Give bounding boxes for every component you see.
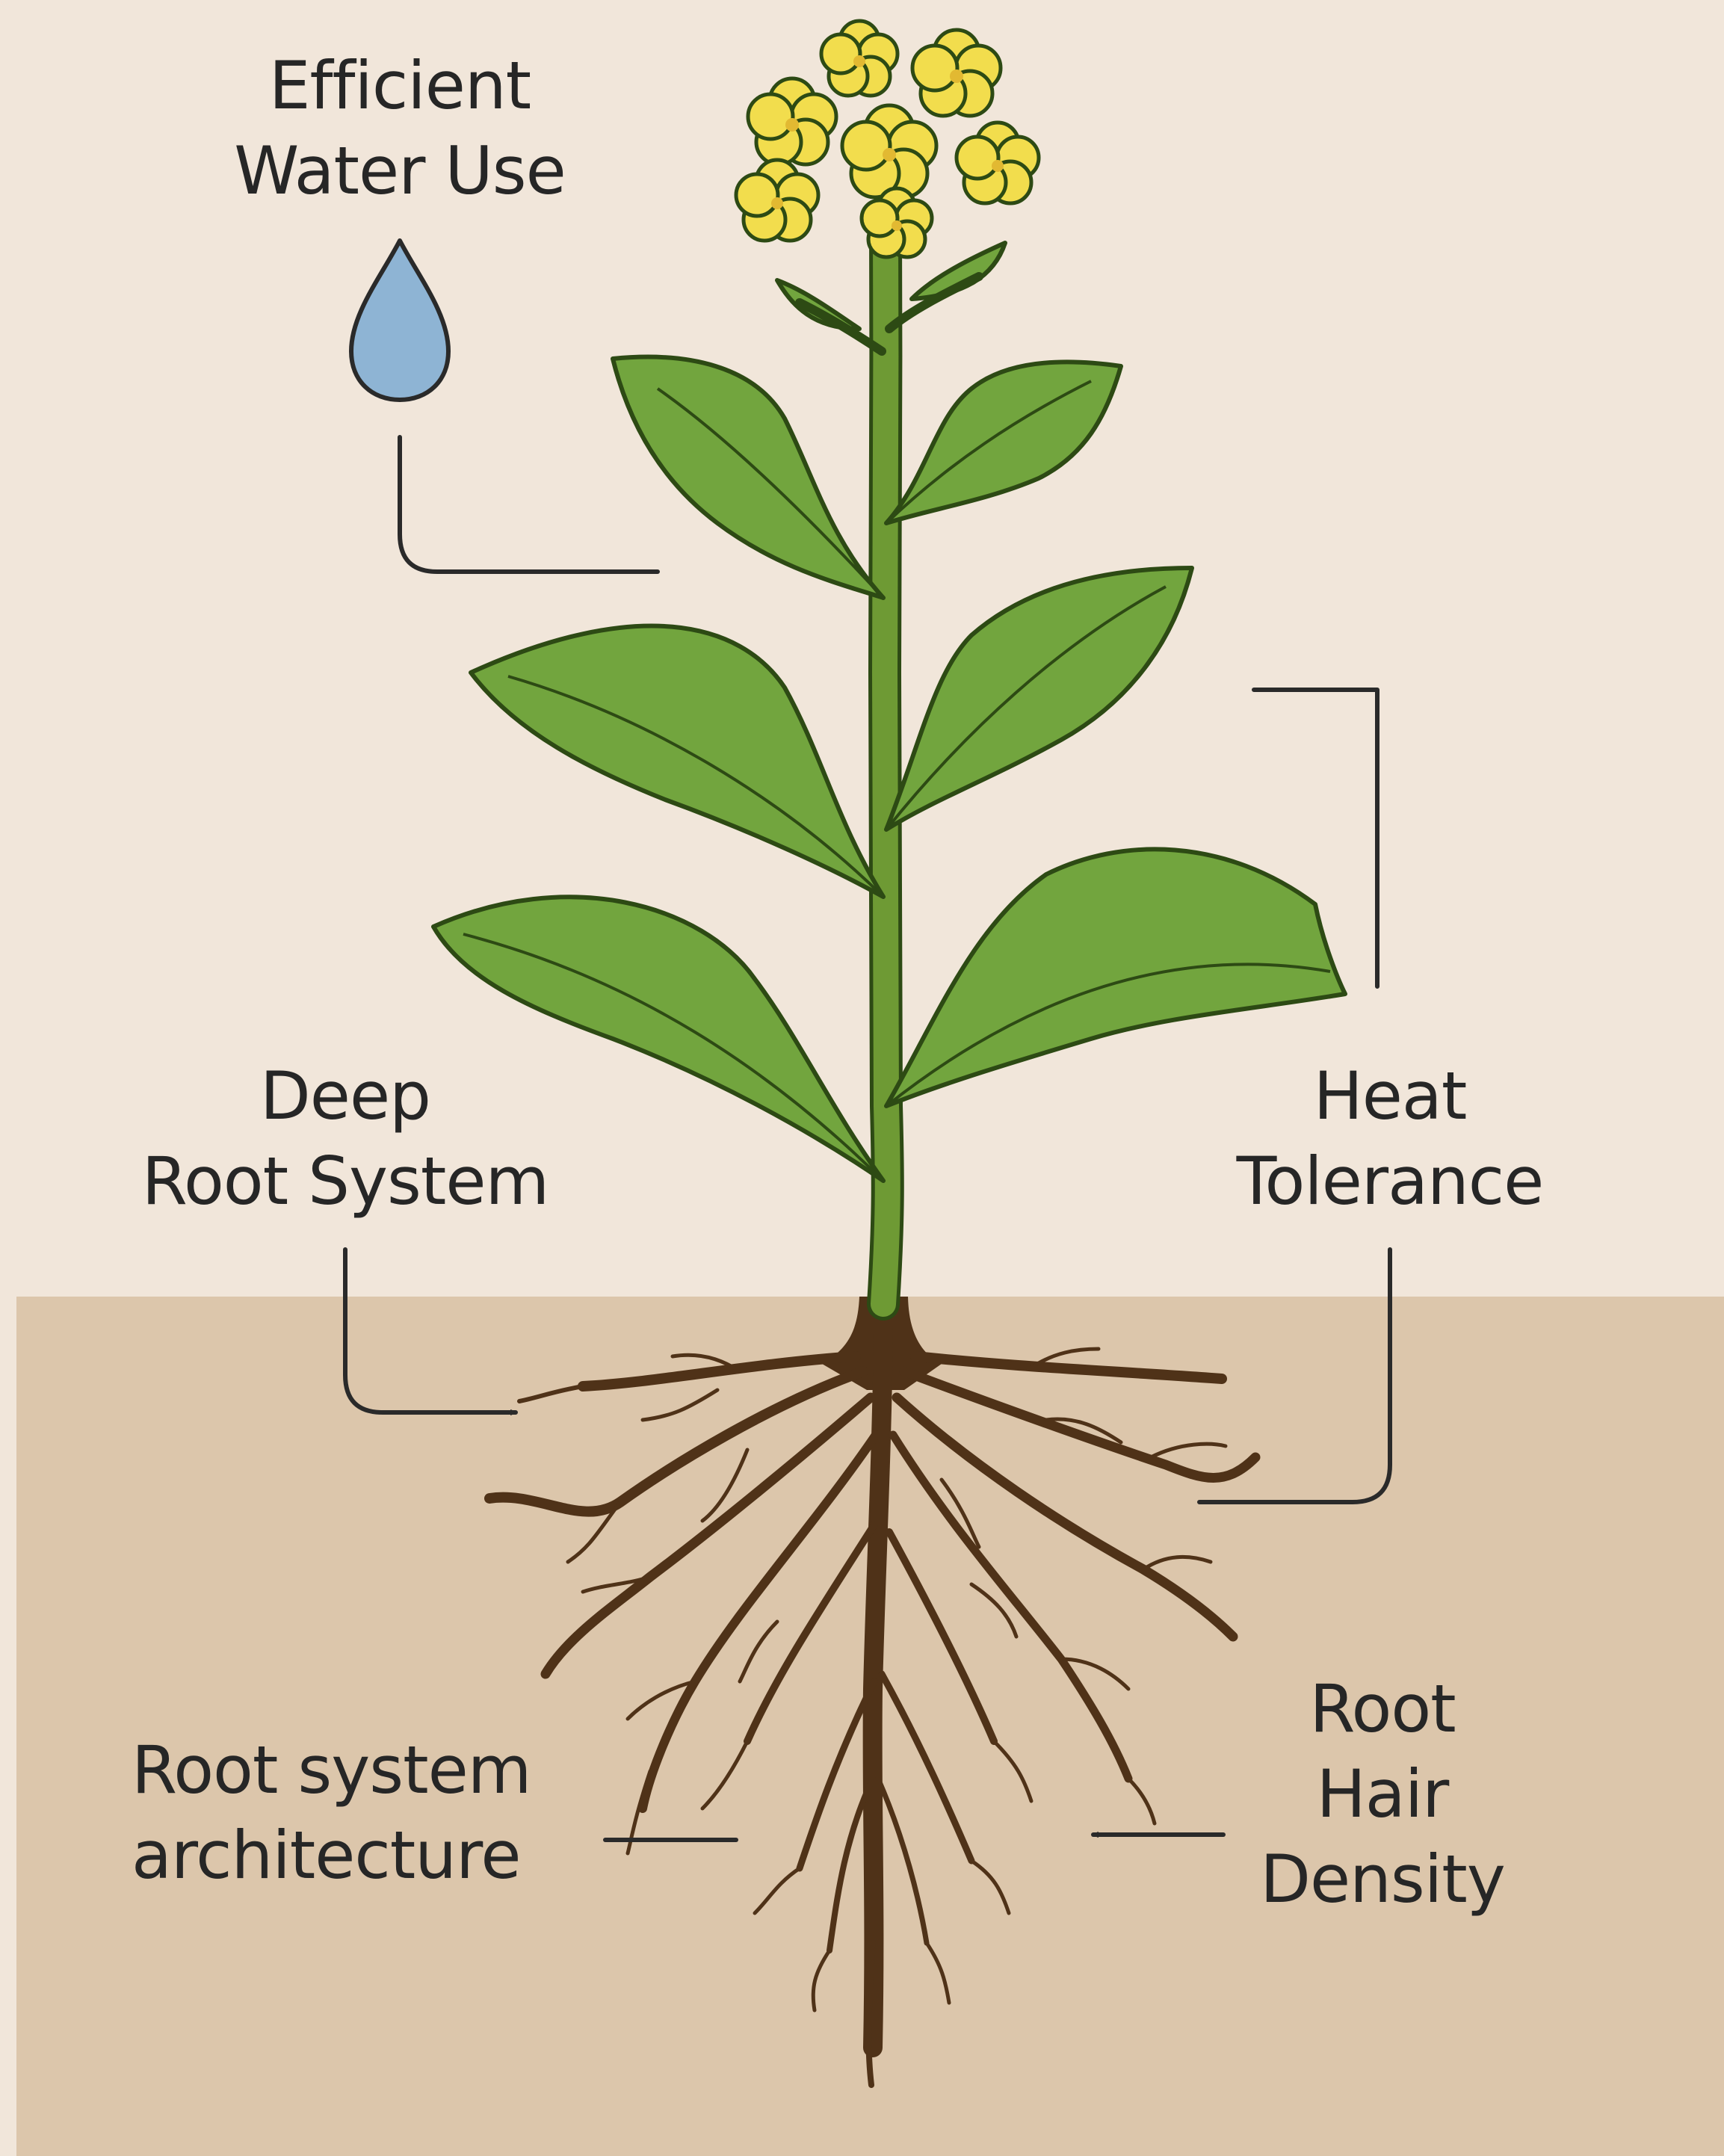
root-hair-density-line-3: Density (1260, 1837, 1505, 1922)
heat-tolerance-label: Heat Tolerance (1237, 1054, 1544, 1224)
deep-root-system-label: Deep Root System (142, 1054, 549, 1224)
root-system-architecture-label: Root system architecture (132, 1728, 531, 1898)
root-hair-density-line-2: Hair (1260, 1752, 1505, 1837)
efficient-water-use-line-2: Water Use (234, 129, 566, 214)
deep-root-system-line-1: Deep (142, 1054, 549, 1139)
root-system-architecture-line-2: architecture (132, 1813, 531, 1898)
stem (883, 202, 888, 1304)
root-hair-density-label: Root Hair Density (1260, 1667, 1505, 1922)
heat-tolerance-line-2: Tolerance (1237, 1139, 1544, 1224)
root-system-architecture-line-1: Root system (132, 1728, 531, 1813)
efficient-water-use-label: Efficient Water Use (234, 43, 566, 214)
heat-tolerance-line-1: Heat (1237, 1054, 1544, 1139)
deep-root-system-line-2: Root System (142, 1139, 549, 1224)
root-hair-density-line-1: Root (1260, 1667, 1505, 1752)
efficient-water-use-line-1: Efficient (234, 43, 566, 129)
